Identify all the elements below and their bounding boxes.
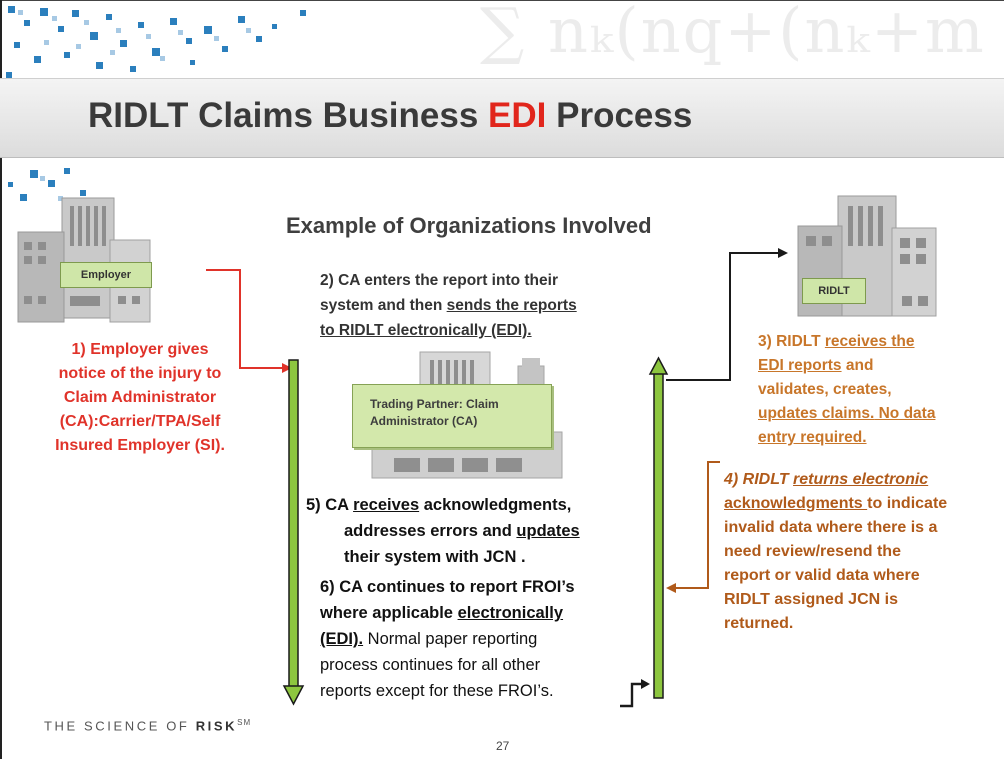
section-subtitle: Example of Organizations Involved: [286, 213, 652, 238]
step-2-text: 2) CA enters the report into their syste…: [320, 272, 577, 339]
arrow-ca-to-ridlt: [666, 252, 780, 381]
page-number: 27: [496, 739, 510, 753]
arrow-employer-to-ca: [206, 269, 286, 369]
employer-building-icon: [17, 197, 151, 323]
step-4-text: 4) RIDLT returns electronic acknowledgme…: [724, 471, 948, 632]
title-band: [0, 78, 1004, 158]
step-1-text: 1) Employer gives notice of the injury t…: [55, 341, 225, 454]
footer-brand: THE SCIENCE OF RISKSM: [44, 718, 252, 734]
frame-top-line: [0, 0, 1004, 1]
step-3-text: 3) RIDLT receives the EDI reports and va…: [758, 333, 936, 446]
step-6-text: 6) CA continues to report FROI’s where a…: [320, 578, 575, 700]
left-down-bar: [282, 359, 305, 706]
trading-partner-label: Trading Partner: Claim Administrator (CA…: [370, 397, 499, 428]
frame-left-line: [0, 0, 2, 759]
employer-label: Employer: [60, 262, 152, 288]
arrow-ridlt-return: [672, 461, 720, 589]
decorative-formula: ∑ nₖ(nq+(nₖ+m: [480, 0, 986, 67]
ridlt-label: RIDLT: [802, 278, 866, 304]
step-5-text: 5) CA receives acknowledgments, addresse…: [306, 496, 580, 566]
trading-partner-card: [352, 384, 552, 448]
arrow-froi-loop: [620, 682, 642, 708]
right-up-bar: [648, 356, 669, 699]
page-title: RIDLT Claims Business EDI Process: [88, 96, 693, 135]
